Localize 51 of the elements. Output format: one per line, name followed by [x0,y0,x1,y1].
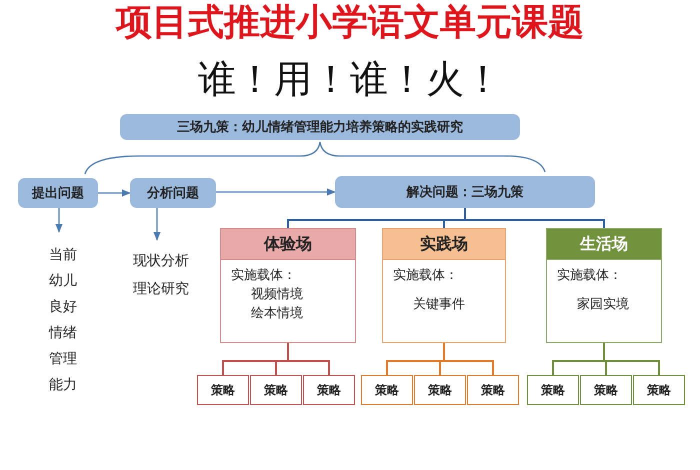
process-box [335,176,595,208]
field-card [546,228,662,343]
box-label: 分析问题 [147,185,199,202]
strategy-label: 策略 [264,382,288,398]
card-heading: 体验场 [221,229,355,260]
box-label: 当前幼儿良好情绪管理能力 [48,246,78,395]
strategy-box [414,375,466,405]
strategy-box [361,375,413,405]
process-box [18,178,98,208]
connector-line [443,343,494,375]
card-text: 家园实境 [576,296,630,314]
card-text: 实施载体： [230,267,297,285]
card-text: 实施载体： [556,267,623,285]
box-label: 理论研究 [133,280,189,298]
card-text: 绘本情境 [250,305,304,323]
strategy-box [633,375,685,405]
arrow [55,208,63,233]
field-card [382,228,506,343]
arrow [216,188,336,196]
field-card [220,228,356,343]
card-text: 关键事件 [412,296,466,314]
box-label: 解决问题：三场九策 [406,184,524,201]
strategy-label: 策略 [594,382,618,398]
arrow [153,208,161,241]
strategy-label: 策略 [647,382,671,398]
card-text: 视频情境 [250,286,304,304]
connector-line [464,208,605,228]
connector-line [287,343,330,375]
card-heading: 生活场 [547,229,661,260]
box-label: 三场九策：幼儿情绪管理能力培养策略的实践研究 [177,118,463,136]
strategy-box [250,375,302,405]
strategy-box [197,375,249,405]
strategy-box [467,375,519,405]
process-box [120,114,520,140]
strategy-box [580,375,632,405]
box-label: 现状分析 [133,252,189,270]
card-text: 实施载体： [392,267,459,285]
subtitle: 谁！用！谁！火！ [197,56,503,102]
strategy-box [303,375,355,405]
strategy-box [527,375,579,405]
strategy-label: 策略 [481,382,505,398]
title: 项目式推进小学语文单元课题 [114,2,585,44]
strategy-label: 策略 [317,382,341,398]
strategy-label: 策略 [541,382,565,398]
process-box [130,178,216,208]
arrow [98,189,131,197]
strategy-label: 策略 [428,382,452,398]
card-heading: 实践场 [383,229,505,260]
strategy-label: 策略 [211,382,235,398]
strategy-label: 策略 [375,382,399,398]
box-label: 提出问题 [32,185,84,202]
